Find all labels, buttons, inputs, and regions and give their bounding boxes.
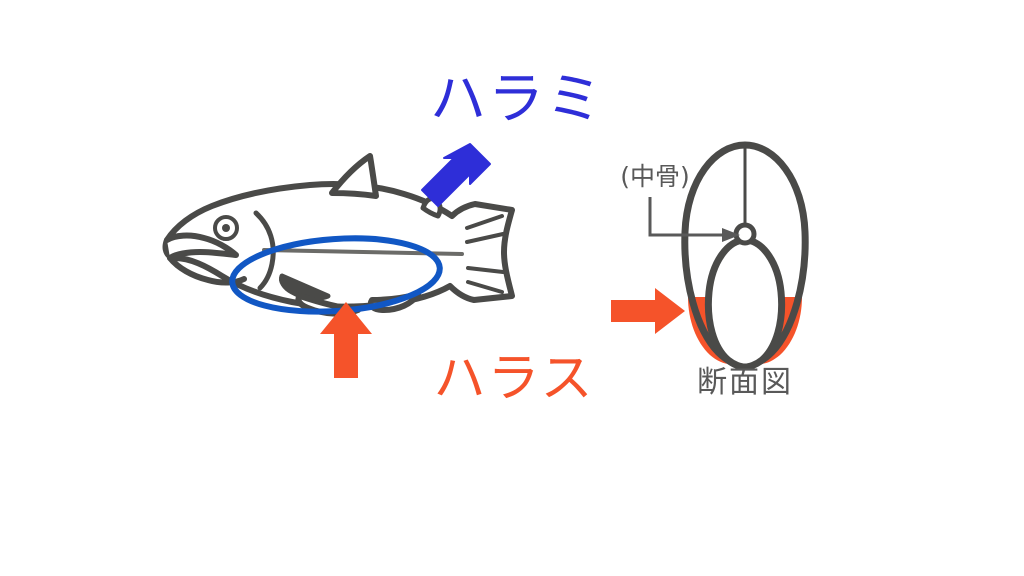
fish-dorsal-fin [329,153,379,199]
harami-pointer-arrow [421,143,491,207]
cross-section-figure [611,141,809,371]
harasu-pointer-arrow [320,302,372,378]
label-danmenzu: 断面図 [697,365,793,400]
cross-section-inner-cavity [704,236,786,371]
fish-lower-jaw [167,255,247,286]
label-harami: ハラミ [430,67,604,132]
cross-section-harasu-arrow [611,288,685,334]
backbone-circle [733,222,757,246]
harami-region-circle [229,235,443,315]
fish-gill-line [253,210,276,291]
nakabone-leader-line [648,197,740,242]
fish-mouth [164,232,239,261]
label-harasu: ハラス [434,349,595,409]
fish-tail-rays [465,214,505,294]
label-nakabone: (中骨) [620,162,690,191]
fish-pupil [222,224,230,232]
